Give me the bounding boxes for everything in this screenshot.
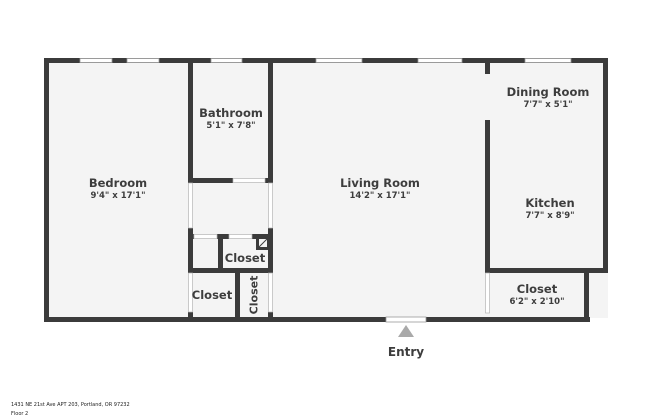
entry-label: Entry: [387, 345, 425, 359]
windows: [79, 58, 572, 63]
room-name: Closet: [191, 288, 233, 302]
room-dimensions: 5'1" x 7'8": [206, 121, 256, 131]
room-label-dining-room: Dining Room 7'7" x 5'1": [507, 85, 590, 111]
entry-door: [385, 316, 427, 337]
room-label-bedroom: Bedroom 9'4" x 17'1": [89, 176, 147, 202]
room-label-closet-vertical: Closet: [248, 276, 261, 315]
room-label-closet-bottom-left: Closet: [192, 288, 232, 302]
room-dimensions: 7'7" x 5'1": [523, 100, 573, 110]
room-label-closet-center: Closet: [225, 251, 265, 265]
room-floors: [48, 62, 608, 318]
room-name: Kitchen: [525, 196, 575, 210]
room-name: Bedroom: [88, 176, 148, 190]
entry-arrow-icon: [398, 325, 414, 337]
door-openings: [188, 178, 490, 314]
room-name: Living Room: [340, 176, 420, 190]
room-name: Dining Room: [506, 85, 590, 99]
room-name: Closet: [516, 282, 558, 296]
footer-floor: Floor 2: [11, 411, 29, 417]
room-dimensions: 14'2" x 17'1": [349, 191, 411, 201]
room-dimensions: 6'2" x 2'10": [509, 297, 565, 307]
footer-address: 1431 NE 21st Ave APT 203, Portland, OR 9…: [11, 402, 130, 408]
room-dimensions: 7'7" x 8'9": [525, 211, 575, 221]
room-name: Closet: [224, 251, 266, 265]
room-label-closet-right: Closet 6'2" x 2'10": [509, 282, 564, 308]
room-name: Closet: [247, 275, 261, 315]
room-dimensions: 9'4" x 17'1": [90, 191, 146, 201]
room-label-bathroom: Bathroom 5'1" x 7'8": [199, 106, 263, 132]
water-heater-icon: [258, 238, 268, 248]
room-label-living-room: Living Room 14'2" x 17'1": [340, 176, 420, 202]
room-label-kitchen: Kitchen 7'7" x 8'9": [525, 196, 574, 222]
room-name: Bathroom: [199, 106, 263, 120]
